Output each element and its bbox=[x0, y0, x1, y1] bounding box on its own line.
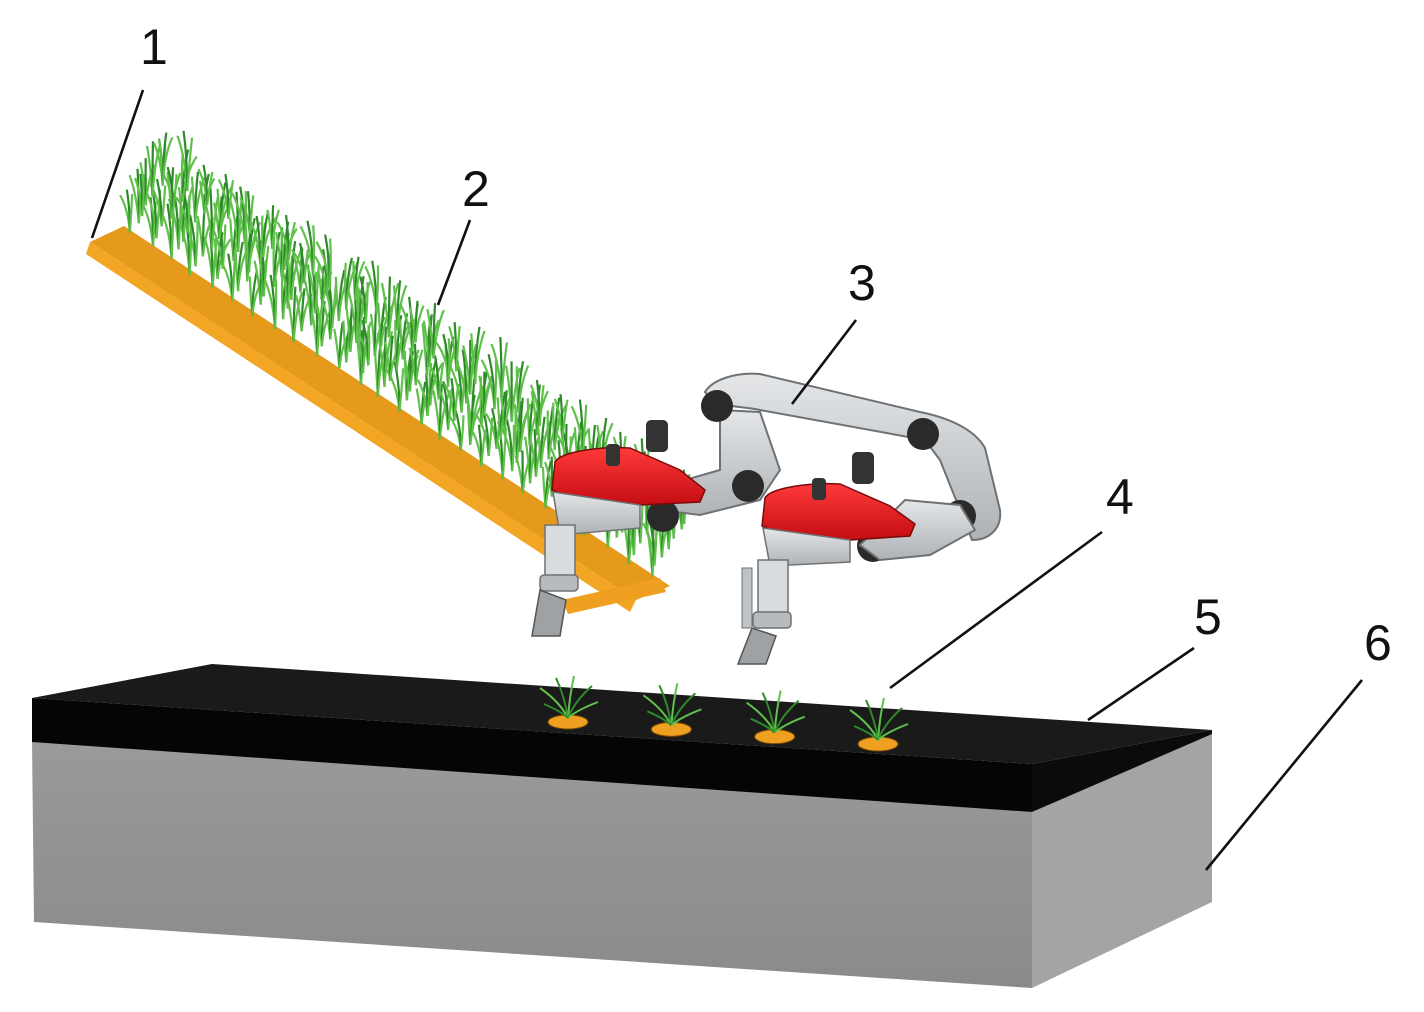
tray-seedling-leaf bbox=[376, 265, 378, 313]
mechanism-right-column bbox=[758, 560, 788, 616]
callout-4: 4 bbox=[1106, 469, 1134, 525]
tray-seedling-leaf bbox=[275, 279, 276, 329]
mechanism-left-collar bbox=[540, 575, 578, 591]
tray-seedling-leaf bbox=[130, 194, 132, 232]
roller-3 bbox=[732, 470, 764, 502]
mechanism-right-side-rod bbox=[742, 568, 752, 628]
tray-seedling-leaf bbox=[223, 224, 226, 269]
callout-3: 3 bbox=[848, 255, 876, 311]
tray-top-surface bbox=[90, 226, 670, 600]
tray-seedling-leaf bbox=[245, 191, 246, 243]
mechanism-right-knob bbox=[852, 452, 874, 484]
roller-2 bbox=[907, 418, 939, 450]
callout-6: 6 bbox=[1364, 615, 1392, 671]
leader-line-1 bbox=[92, 90, 143, 238]
tray-seedling-leaf bbox=[196, 221, 198, 266]
tray-seedling-leaf bbox=[449, 338, 450, 378]
callout-2: 2 bbox=[462, 161, 490, 217]
callout-5: 5 bbox=[1194, 589, 1222, 645]
tray-seedling-leaf bbox=[512, 425, 514, 471]
leader-line-5 bbox=[1088, 648, 1194, 720]
tray-seedling-leaf bbox=[190, 218, 191, 275]
tray-seedling-leaf bbox=[232, 259, 234, 301]
mechanism-left-knob bbox=[646, 420, 668, 452]
mechanism-left-claw bbox=[532, 590, 566, 636]
tray-seedling-leaf bbox=[366, 282, 368, 323]
mechanism-right-knob-2 bbox=[812, 478, 826, 500]
mechanism-left-column bbox=[545, 525, 575, 580]
mechanism-right-collar bbox=[753, 612, 791, 628]
roller-1 bbox=[701, 390, 733, 422]
tray-seedling-leaf bbox=[368, 325, 369, 365]
leader-line-2 bbox=[438, 220, 470, 305]
tray-seedling-leaf bbox=[330, 239, 331, 290]
tray-seedling-leaf bbox=[400, 368, 404, 411]
mechanism-left-knob-2 bbox=[606, 444, 620, 466]
tray-seedling-leaf bbox=[461, 415, 464, 450]
callout-1: 1 bbox=[140, 19, 168, 75]
tray-seedling-leaf bbox=[495, 360, 497, 409]
leader-line-6 bbox=[1206, 680, 1362, 870]
tray-seedling-leaf bbox=[313, 225, 314, 276]
mechanism-right-claw bbox=[738, 628, 776, 664]
